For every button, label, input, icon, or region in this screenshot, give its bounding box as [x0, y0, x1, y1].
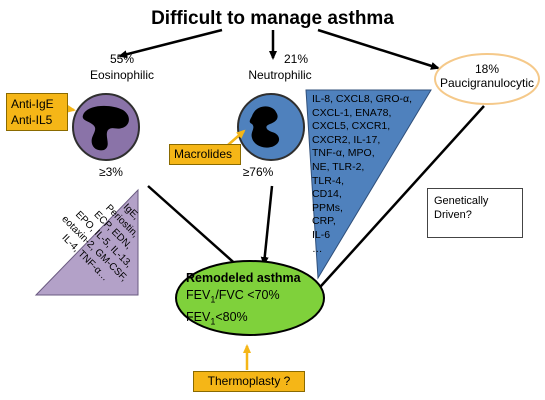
- neutrophilic-threshold: ≥76%: [242, 165, 274, 179]
- eosinophilic-threshold: ≥3%: [99, 165, 123, 179]
- eosinophilic-treatment-box: Anti-IgE Anti-IL5: [6, 93, 68, 131]
- criterion-1-value: /FVC <70%: [215, 288, 280, 302]
- eosinophilic-percent: 55%: [109, 52, 135, 66]
- pauci-label: Paucigranulocytic: [439, 76, 535, 90]
- eosinophil-nucleus: [82, 105, 129, 151]
- remodeled-ellipse: [175, 260, 325, 336]
- neutrophilic-label: Neutrophilic: [248, 68, 312, 82]
- neutrophil-marker: CXCL5, CXCR1,: [312, 120, 391, 133]
- diagram-title: Difficult to manage asthma: [151, 8, 394, 29]
- neutrophil-marker: IL-6: [312, 228, 331, 241]
- arrow-title-to-pauci: [317, 28, 440, 70]
- genetic-note-line: Genetically: [434, 195, 489, 207]
- neutrophil-marker-list: IL-8, CXCL8, GRO-α, CXCL-1, ENA78, CXCL5…: [312, 93, 412, 256]
- neutrophil-marker: …: [312, 242, 323, 255]
- neutrophil-marker: CD14,: [312, 188, 342, 201]
- treatment-macrolides: Macrolides: [174, 147, 233, 161]
- neutrophil-marker: CRP,: [312, 215, 336, 228]
- neutrophil-marker: CXCR2, IL-17,: [312, 133, 381, 146]
- treatment-thermoplasty: Thermoplasty ?: [207, 374, 291, 388]
- arrow-pauci-to-remodeled: [310, 105, 485, 298]
- eosinophilic-label: Eosinophilic: [89, 68, 155, 82]
- fev-subscript: 1: [210, 316, 216, 326]
- arrow-eos-to-remodeled: [147, 185, 242, 270]
- remodeled-title: Remodeled asthma: [186, 271, 301, 285]
- remodeled-criterion-1: FEV1/FVC <70%: [186, 287, 301, 309]
- neutrophil-marker: IL-8, CXCL8, GRO-α,: [312, 93, 413, 105]
- arrow-macrolides-to-neu: [227, 129, 246, 146]
- criterion-2-value: <80%: [215, 309, 248, 324]
- fev-label: FEV: [186, 288, 211, 302]
- remodeled-text: Remodeled asthma FEV1/FVC <70% FEV1<80%: [186, 270, 301, 330]
- remodeled-criterion-2: FEV1<80%: [186, 309, 301, 331]
- fev-label: FEV: [186, 309, 211, 324]
- neutrophil-nucleus: [249, 106, 280, 148]
- pauci-percent: 18%: [474, 62, 500, 76]
- treatment-anti-il5: Anti-IL5: [11, 113, 53, 127]
- treatment-anti-ige: Anti-IgE: [11, 97, 54, 111]
- thermoplasty-box: Thermoplasty ?: [193, 371, 305, 392]
- neutrophil-marker: TLR-4,: [312, 174, 345, 187]
- neutrophilic-treatment-box: Macrolides: [169, 144, 241, 165]
- eosinophil-marker-triangle: [34, 188, 139, 296]
- neutrophil-marker: NE, TLR-2,: [312, 160, 365, 173]
- neutrophil-marker: TNF-α, MPO,: [312, 147, 375, 160]
- neutrophil-marker: CXCL-1, ENA78,: [312, 106, 392, 119]
- arrow-neu-to-remodeled: [260, 185, 274, 266]
- genetic-note-line: Driven?: [434, 209, 472, 221]
- neutrophil-marker: PPMs,: [312, 201, 343, 214]
- neutrophilic-percent: 21%: [283, 52, 309, 66]
- arrow-title-to-eosinophilic: [118, 28, 223, 59]
- fev-subscript: 1: [210, 294, 216, 305]
- neutrophil-marker-triangle: [305, 89, 432, 280]
- neutrophil-cell: [237, 93, 305, 161]
- pauci-ellipse: [434, 53, 540, 105]
- genetically-driven-box: Genetically Driven?: [427, 188, 523, 238]
